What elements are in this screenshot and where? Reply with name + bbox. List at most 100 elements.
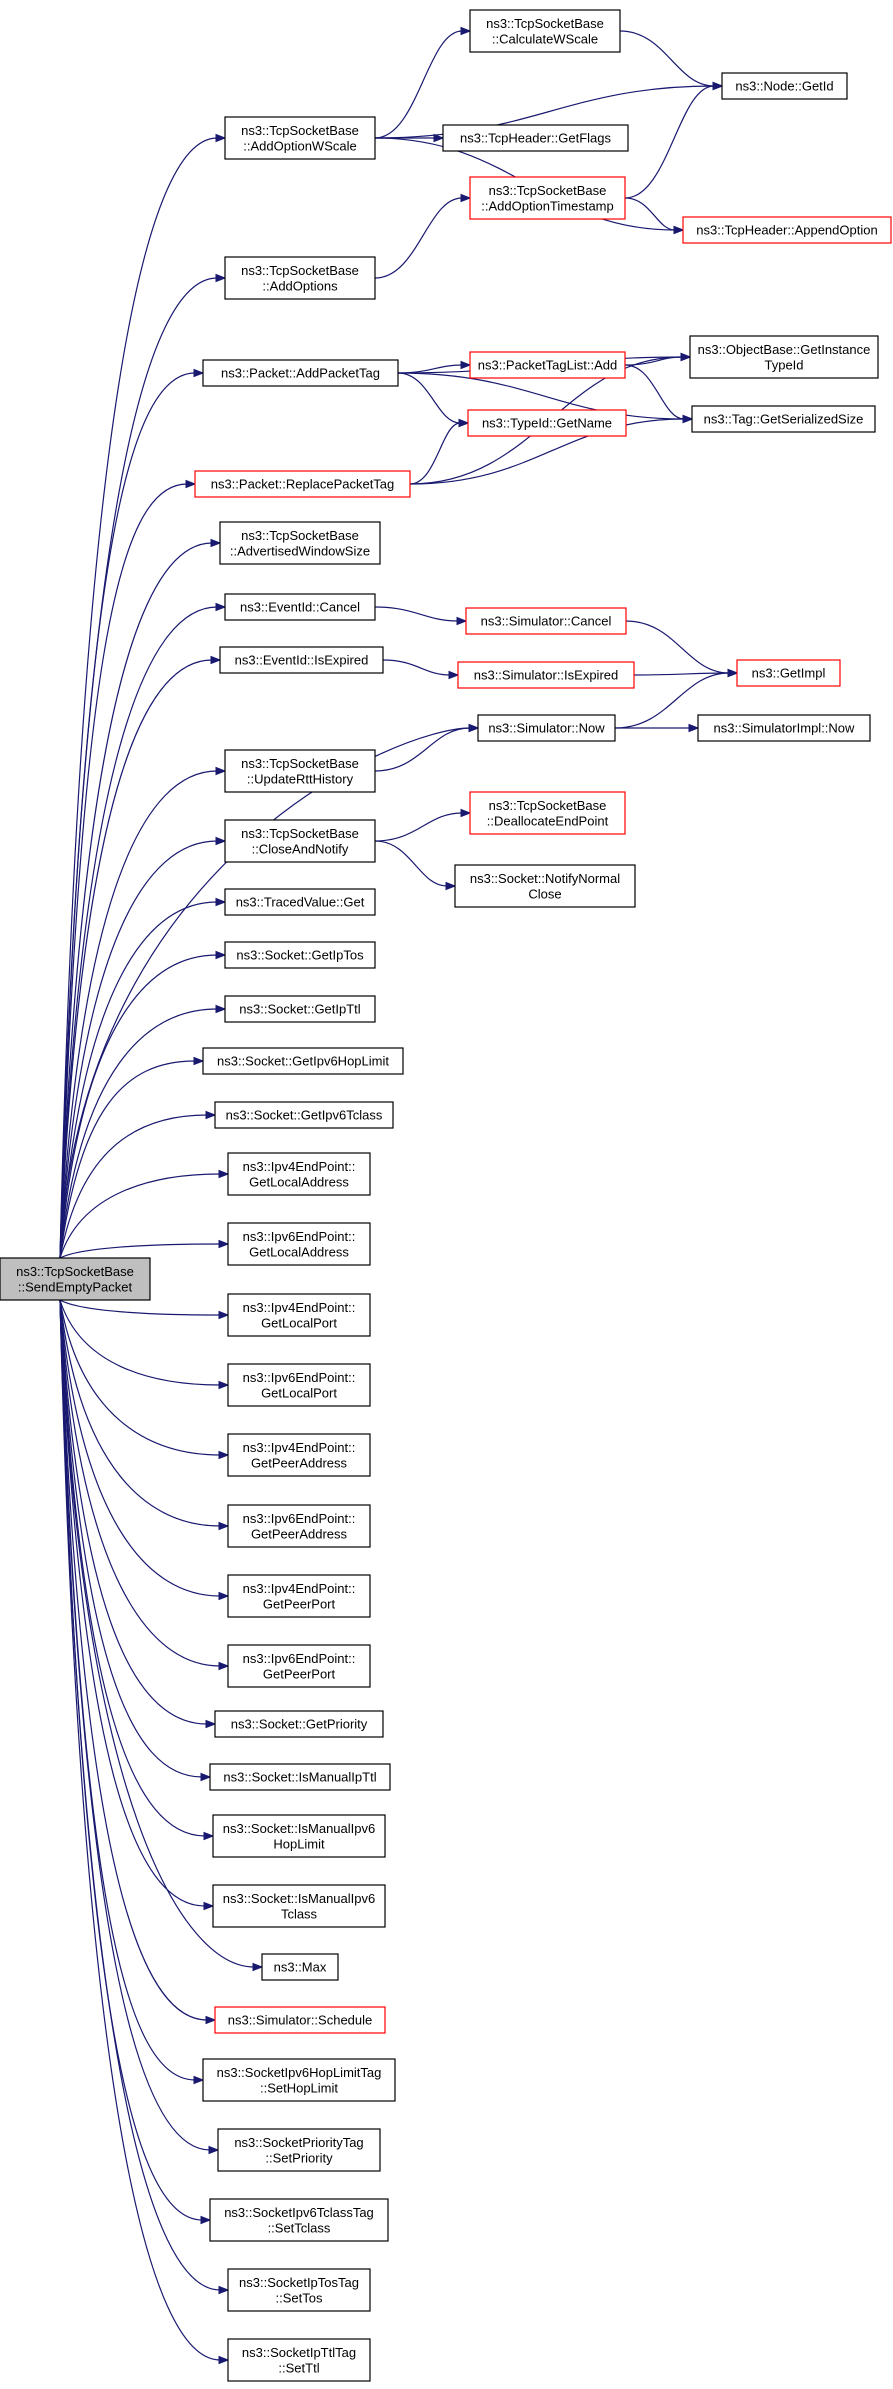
edge-line — [59, 954, 218, 1259]
node-label: ns3::GetImpl — [752, 666, 826, 681]
node-box — [224, 256, 376, 300]
node-packet-tag-list-add[interactable]: ns3::PacketTagList::Add — [469, 351, 626, 379]
node-set-ttl[interactable]: ns3::SocketIpTtlTag::SetTtl — [227, 2338, 371, 2382]
node-box — [691, 405, 876, 433]
node-box — [469, 176, 626, 220]
arrowhead — [200, 2215, 212, 2225]
node-ipv6-get-peer-address[interactable]: ns3::Ipv6EndPoint::GetPeerAddress — [227, 1504, 371, 1548]
node-simulator-is-expired[interactable]: ns3::Simulator::IsExpired — [457, 661, 635, 689]
node-label: ns3::Socket::IsManualIpTtl — [223, 1770, 376, 1785]
node-set-tclass[interactable]: ns3::SocketIpv6TclassTag::SetTclass — [209, 2198, 389, 2242]
node-ipv6-get-local-port[interactable]: ns3::Ipv6EndPoint::GetLocalPort — [227, 1363, 371, 1407]
arrowhead — [218, 2285, 230, 2295]
edge-line — [374, 840, 448, 887]
node-event-id-is-expired[interactable]: ns3::EventId::IsExpired — [219, 646, 384, 674]
node-get-ip-tos[interactable]: ns3::Socket::GetIpTos — [224, 941, 376, 969]
edge-line — [59, 1299, 206, 1837]
node-set-tos[interactable]: ns3::SocketIpTosTag::SetTos — [227, 2268, 371, 2312]
node-box — [224, 888, 376, 916]
edge-replace-packet-tag-to-get-serialized-size — [409, 414, 694, 485]
node-box — [261, 1953, 339, 1981]
edge-line — [624, 85, 715, 199]
edge-root-to-ipv4-get-local-address — [59, 1169, 230, 1259]
arrowhead — [215, 836, 227, 846]
node-get-ipv6-tclass[interactable]: ns3::Socket::GetIpv6Tclass — [214, 1101, 394, 1129]
node-set-hop-limit[interactable]: ns3::SocketIpv6HopLimitTag::SetHopLimit — [202, 2058, 396, 2102]
edge-root-to-get-ipv6-tclass — [59, 1110, 217, 1259]
node-max[interactable]: ns3::Max — [261, 1953, 339, 1981]
node-add-packet-tag[interactable]: ns3::Packet::AddPacketTag — [202, 359, 399, 387]
node-ipv6-get-local-address[interactable]: ns3::Ipv6EndPoint::GetLocalAddress — [227, 1222, 371, 1266]
edge-line — [59, 1299, 208, 2021]
node-box — [469, 351, 626, 379]
node-advertised-window-size[interactable]: ns3::TcpSocketBase::AdvertisedWindowSize — [219, 521, 381, 565]
node-set-priority[interactable]: ns3::SocketPriorityTag::SetPriority — [217, 2128, 381, 2172]
node-label: ns3::Ipv6EndPoint:: — [243, 1370, 356, 1385]
node-close-and-notify[interactable]: ns3::TcpSocketBase::CloseAndNotify — [224, 819, 376, 863]
node-box — [227, 1644, 371, 1688]
node-get-impl[interactable]: ns3::GetImpl — [736, 659, 841, 687]
node-update-rtt-history[interactable]: ns3::TcpSocketBase::UpdateRttHistory — [224, 749, 376, 793]
edge-line — [374, 812, 463, 842]
edge-line — [624, 197, 676, 231]
edge-root-to-ipv6-get-local-address — [59, 1239, 230, 1259]
node-box — [212, 1884, 386, 1928]
node-box — [202, 1047, 404, 1075]
node-deallocate-end-point[interactable]: ns3::TcpSocketBase::DeallocateEndPoint — [469, 791, 626, 835]
node-add-options[interactable]: ns3::TcpSocketBase::AddOptions — [224, 256, 376, 300]
node-label: ns3::TcpSocketBase — [486, 16, 604, 31]
node-label: GetPeerPort — [263, 1596, 336, 1611]
arrowhead — [193, 368, 205, 378]
node-ipv4-get-local-address[interactable]: ns3::Ipv4EndPoint::GetLocalAddress — [227, 1152, 371, 1196]
node-get-serialized-size[interactable]: ns3::Tag::GetSerializedSize — [691, 405, 876, 433]
edge-add-options-to-add-option-timestamp — [374, 193, 472, 279]
node-get-flags[interactable]: ns3::TcpHeader::GetFlags — [442, 124, 629, 152]
node-add-option-wscale[interactable]: ns3::TcpSocketBase::AddOptionWScale — [224, 116, 376, 160]
node-get-ipv6-hop-limit[interactable]: ns3::Socket::GetIpv6HopLimit — [202, 1047, 404, 1075]
node-root[interactable]: ns3::TcpSocketBase::SendEmptyPacket — [0, 1257, 151, 1301]
edge-add-option-timestamp-to-node-get-id — [624, 81, 724, 199]
node-simulator-now[interactable]: ns3::Simulator::Now — [477, 714, 616, 742]
node-label: ::CalculateWScale — [492, 31, 598, 46]
node-ipv4-get-local-port[interactable]: ns3::Ipv4EndPoint::GetLocalPort — [227, 1293, 371, 1337]
node-is-manual-ip-ttl[interactable]: ns3::Socket::IsManualIpTtl — [209, 1763, 391, 1791]
node-ipv4-get-peer-port[interactable]: ns3::Ipv4EndPoint::GetPeerPort — [227, 1574, 371, 1618]
node-simulator-impl-now[interactable]: ns3::SimulatorImpl::Now — [697, 714, 871, 742]
node-box — [697, 714, 871, 742]
node-label: GetLocalPort — [261, 1315, 337, 1330]
node-add-option-timestamp[interactable]: ns3::TcpSocketBase::AddOptionTimestamp — [469, 176, 626, 220]
node-label: ::SetPriority — [265, 2150, 333, 2165]
node-label: ::SendEmptyPacket — [18, 1279, 133, 1294]
node-simulator-schedule[interactable]: ns3::Simulator::Schedule — [214, 2006, 386, 2034]
edge-line — [59, 1008, 218, 1259]
node-replace-packet-tag[interactable]: ns3::Packet::ReplacePacketTag — [194, 470, 411, 498]
edge-add-packet-tag-to-type-id-get-name — [397, 372, 470, 428]
node-event-id-cancel[interactable]: ns3::EventId::Cancel — [224, 593, 376, 621]
edge-root-to-max — [59, 1299, 264, 1972]
edge-line — [59, 1299, 221, 1316]
node-type-id-get-name[interactable]: ns3::TypeId::GetName — [467, 409, 627, 437]
node-simulator-cancel[interactable]: ns3::Simulator::Cancel — [465, 607, 627, 635]
node-box — [209, 1763, 391, 1791]
edge-packet-tag-list-add-to-get-serialized-size — [624, 364, 694, 424]
node-get-ip-ttl[interactable]: ns3::Socket::GetIpTtl — [224, 995, 376, 1023]
node-traced-value-get[interactable]: ns3::TracedValue::Get — [224, 888, 376, 916]
node-box — [219, 646, 384, 674]
node-append-option[interactable]: ns3::TcpHeader::AppendOption — [682, 216, 892, 244]
arrowhead — [456, 616, 468, 626]
arrowhead — [468, 723, 480, 733]
node-calculate-wscale[interactable]: ns3::TcpSocketBase::CalculateWScale — [469, 9, 621, 53]
arrowhead — [458, 418, 470, 428]
node-node-get-id[interactable]: ns3::Node::GetId — [721, 72, 848, 100]
node-ipv6-get-peer-port[interactable]: ns3::Ipv6EndPoint::GetPeerPort — [227, 1644, 371, 1688]
edge-simulator-now-to-simulator-impl-now — [615, 723, 700, 733]
node-box — [477, 714, 616, 742]
node-get-priority[interactable]: ns3::Socket::GetPriority — [214, 1710, 384, 1738]
node-label: ns3::Socket::GetIpv6HopLimit — [217, 1054, 389, 1069]
node-box — [224, 819, 376, 863]
node-ipv4-get-peer-address[interactable]: ns3::Ipv4EndPoint::GetPeerAddress — [227, 1433, 371, 1477]
